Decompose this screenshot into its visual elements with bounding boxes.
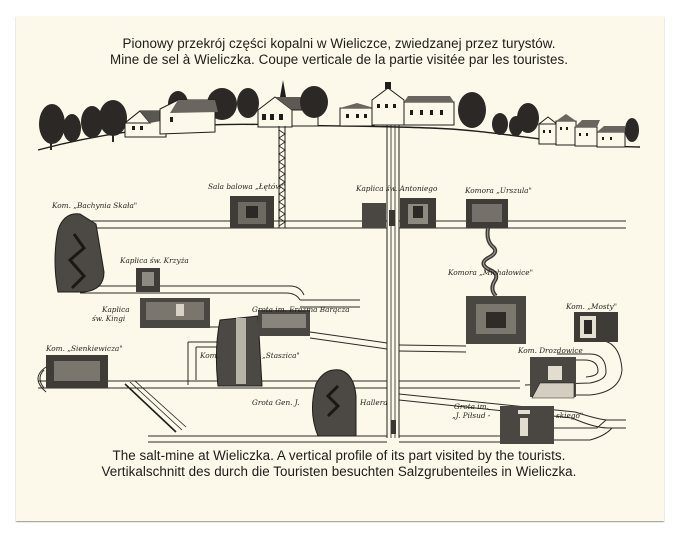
gallery-level-5-sloped [398, 393, 626, 429]
chamber-antoniego-a [362, 203, 386, 228]
gallery-level-4 [38, 380, 520, 389]
title-french: Mine de sel à Wieliczka. Coupe verticale… [110, 52, 568, 67]
church [257, 80, 328, 128]
title-polish: Pionowy przekrój części kopalni w Wielic… [122, 36, 556, 51]
gallery-level-3c [187, 341, 235, 385]
label-staszica-left: Kom. [199, 351, 219, 360]
label-baracza: Grota im. Erazma Barącza [252, 305, 350, 314]
label-sienkiewicza: Kom. „Sienkiewicza" [45, 344, 123, 353]
label-kingi-2: św. Kingi [92, 314, 125, 323]
label-michalowice: Komora „Michałowice" [447, 268, 533, 277]
label-pilsudskiego-2: „J. Piłsud - [452, 411, 491, 420]
trees-left [39, 88, 259, 150]
gallery-level-2 [80, 285, 305, 301]
gallery-level-1 [72, 220, 626, 229]
caption-english: The salt-mine at Wieliczka. A vertical p… [112, 448, 566, 463]
label-hallera-left: Grota Gen. J. [252, 398, 299, 407]
label-pilsudskiego-3: skiego" [556, 411, 583, 420]
title-block: Pionowy przekrój części kopalni w Wielic… [0, 36, 678, 68]
label-mosty: Kom. „Mosty" [565, 302, 617, 311]
label-antoniego: Kaplica św. Antoniego [355, 184, 438, 193]
caption-german: Vertikalschnitt des durch die Touristen … [101, 464, 577, 479]
gallery-mosty-loop [524, 353, 607, 386]
ladder-shaft [278, 126, 286, 228]
caption-block: The salt-mine at Wieliczka. A vertical p… [0, 448, 678, 480]
houses-left [123, 99, 218, 138]
chamber-labels: Kom. „Bachynia Skała" Sala balowa „Łętów… [45, 182, 617, 420]
label-kingi-1: Kaplica [101, 305, 130, 314]
shaft-building [339, 82, 455, 127]
gallery-pilsudski-fork [540, 419, 613, 441]
stairway [124, 380, 187, 433]
gallery-level-5 [148, 435, 500, 443]
label-letow: Sala balowa „Łętów" [208, 182, 285, 191]
houses-right [537, 114, 626, 148]
label-bachynia: Kom. „Bachynia Skała" [51, 201, 137, 210]
winding-passage [481, 227, 499, 298]
tunnels [37, 220, 626, 443]
gallery-sienkiewicza-loop [37, 366, 47, 393]
main-shaft [386, 125, 400, 438]
gallery-level-3b [309, 331, 467, 353]
postcard [16, 16, 664, 521]
label-hallera-right: Hallera [359, 398, 388, 407]
label-pilsudskiego-1: Grota im. [454, 402, 489, 411]
label-drozdowice: Kom. Drozdowice [517, 346, 583, 355]
label-urszula: Komora „Urszula" [464, 186, 532, 195]
chambers [46, 196, 618, 444]
label-staszica-right: „Staszica" [262, 351, 300, 360]
trees-right [458, 92, 639, 142]
label-krzyza: Kaplica św. Krzyża [119, 256, 189, 265]
gallery-right-loop [530, 339, 623, 396]
surface-skyline [37, 80, 641, 151]
